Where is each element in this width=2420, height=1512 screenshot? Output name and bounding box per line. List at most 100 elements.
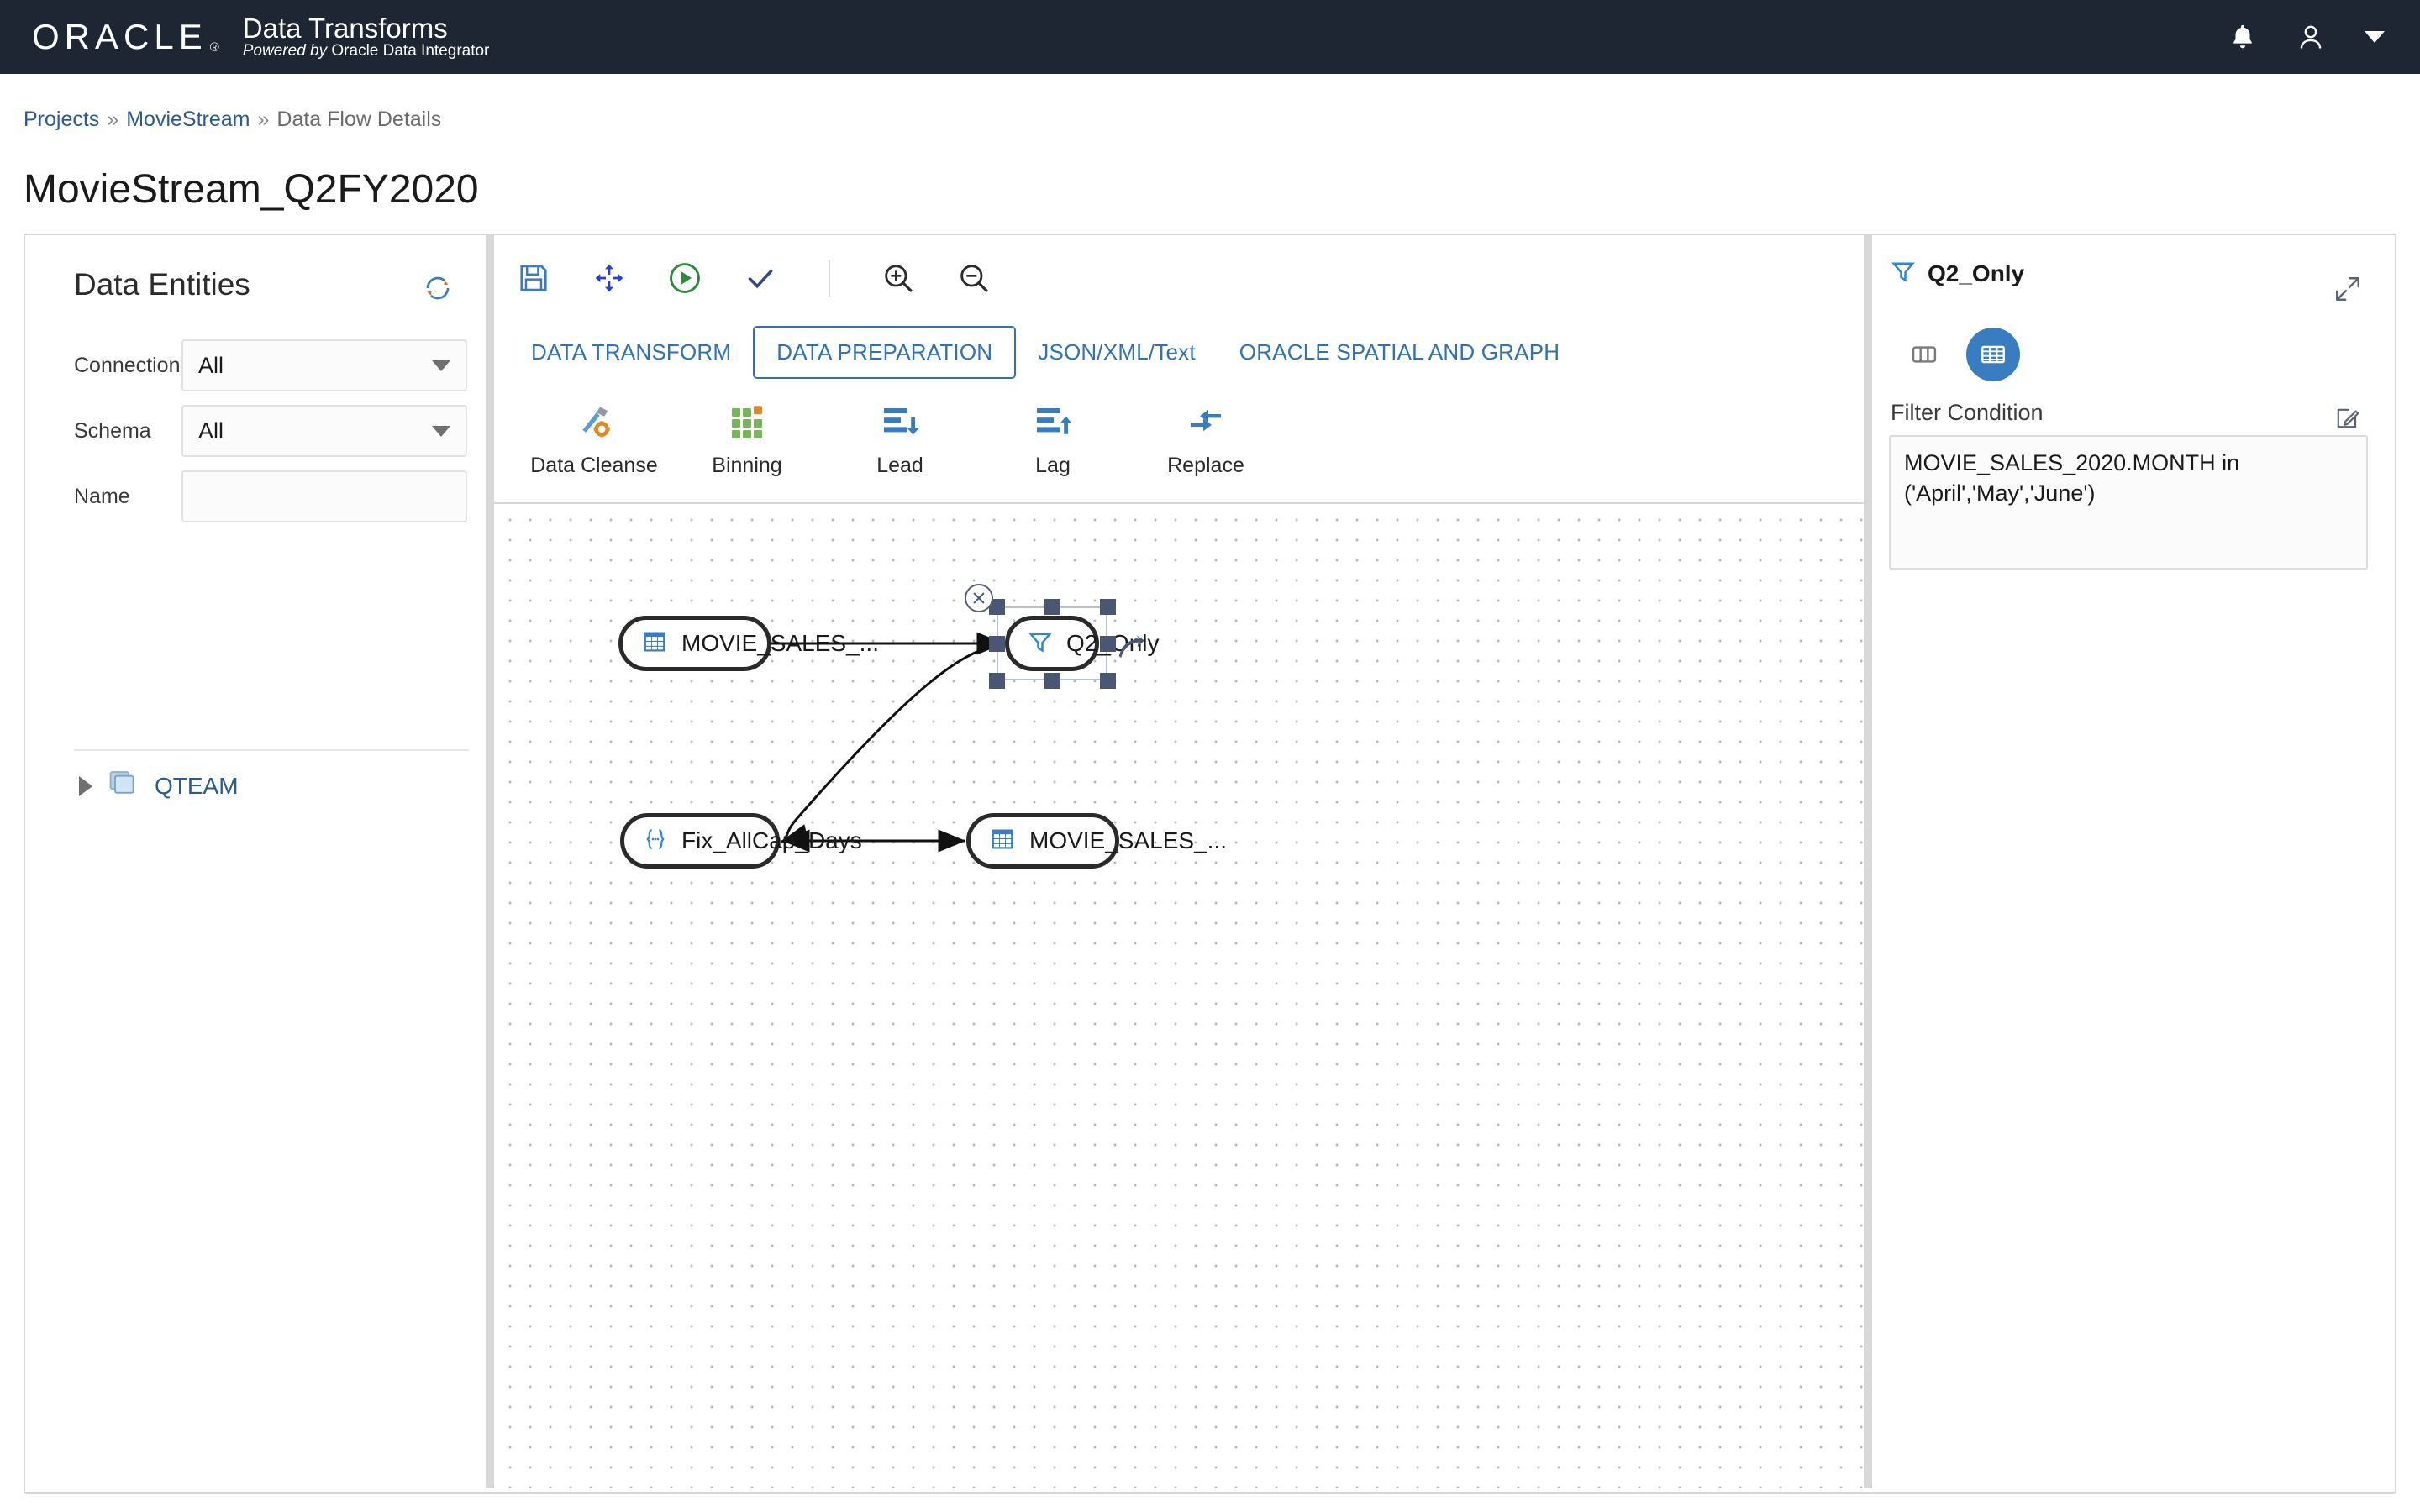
canvas-node-target-table[interactable]: MOVIE_SALES_... [966, 813, 1227, 869]
data-entities-panel: Data Entities Connection All Schema All [25, 235, 486, 1488]
palette-item-replace[interactable]: Replace [1129, 400, 1282, 478]
data-flow-canvas[interactable]: MOVIE_SALES_... [494, 504, 1864, 1488]
filter-funnel-icon [1891, 259, 1916, 288]
editor-toolbar-region: DATA TRANSFORM DATA PREPARATION JSON/XML… [494, 235, 1864, 504]
schema-label: Schema [74, 418, 151, 443]
transform-category-tabs: DATA TRANSFORM DATA PREPARATION JSON/XML… [509, 326, 1581, 379]
chevron-down-icon [432, 360, 450, 371]
schema-stack-icon [108, 769, 139, 802]
expand-diagonal-icon[interactable] [2329, 270, 2366, 307]
connect-arrow-icon[interactable] [1114, 628, 1148, 666]
tab-data-preparation[interactable]: DATA PREPARATION [753, 326, 1017, 379]
breadcrumb-separator: » [107, 108, 119, 131]
node-label: MOVIE_SALES_... [1029, 827, 1227, 853]
palette-label: Lag [1035, 454, 1071, 477]
left-panel-resize-divider[interactable] [486, 235, 494, 1488]
breadcrumb: Projects » MovieStream » Data Flow Detai… [24, 108, 441, 132]
tab-oracle-spatial-and-graph[interactable]: ORACLE SPATIAL AND GRAPH [1239, 339, 1560, 365]
right-panel-resize-divider[interactable] [1864, 235, 1872, 1488]
oracle-logo[interactable]: ORACLE ® [32, 19, 219, 55]
tab-data-transform[interactable]: DATA TRANSFORM [531, 339, 732, 365]
resize-handle-middle-right[interactable] [1100, 636, 1116, 652]
fit-screen-icon[interactable] [590, 259, 629, 297]
connection-label: Connection [74, 353, 181, 377]
schema-filter-row: Schema All [74, 405, 467, 457]
resize-handle-middle-left[interactable] [989, 636, 1005, 652]
chevron-right-icon[interactable] [79, 775, 92, 796]
connection-select[interactable]: All [182, 339, 467, 391]
tree-item-qteam[interactable]: QTEAM [74, 763, 244, 809]
grid-view-toggle[interactable] [1966, 328, 2020, 381]
canvas-connections [771, 632, 1005, 853]
palette-item-binning[interactable]: Binning [671, 400, 823, 478]
topbar-actions [2228, 0, 2385, 74]
connection-filter-row: Connection All [74, 339, 467, 391]
refresh-icon[interactable] [413, 264, 462, 312]
schema-select[interactable]: All [182, 405, 467, 457]
resize-handle-bottom-center[interactable] [1044, 673, 1060, 689]
save-floppy-icon[interactable] [514, 259, 553, 297]
notification-bell-icon[interactable] [2228, 22, 2257, 52]
app-subtitle-rest: Oracle Data Integrator [331, 42, 490, 60]
palette-label: Replace [1167, 454, 1244, 477]
properties-title: Q2_Only [1928, 260, 2025, 286]
node-label: Fix_AllCap_Days [681, 827, 862, 853]
tab-json-xml-text[interactable]: JSON/XML/Text [1038, 339, 1196, 365]
columns-view-toggle[interactable] [1897, 328, 1951, 381]
app-title: Data Transforms [242, 12, 448, 44]
resize-handle-bottom-right[interactable] [1100, 673, 1116, 689]
check-icon[interactable] [741, 259, 780, 297]
expression-braces-icon [643, 827, 668, 856]
data-flow-editor: DATA TRANSFORM DATA PREPARATION JSON/XML… [494, 235, 1864, 1488]
canvas-node-source-table[interactable]: MOVIE_SALES_... [618, 616, 879, 671]
properties-view-toggles [1897, 328, 2020, 381]
app-branding: Data Transforms Powered by Oracle Data I… [242, 12, 490, 60]
palette-label: Binning [712, 454, 782, 477]
replace-arrows-icon [1186, 400, 1226, 444]
data-entities-header: Data Entities [74, 267, 469, 302]
run-play-icon[interactable] [666, 259, 704, 297]
name-label: Name [74, 484, 130, 508]
app-subtitle: Powered by Oracle Data Integrator [243, 43, 490, 60]
palette-item-lag[interactable]: Lag [976, 400, 1129, 478]
canvas-node-expression-fix-allcap-days[interactable]: Fix_AllCap_Days [620, 813, 862, 869]
component-properties-panel: Q2_Only Filter Condition [1872, 235, 2395, 1488]
data-flow-workspace: Data Entities Connection All Schema All [24, 234, 2396, 1494]
tree-item-label: QTEAM [155, 772, 239, 799]
data-entities-title: Data Entities [74, 267, 250, 302]
connection-value: All [198, 352, 224, 378]
filter-condition-input[interactable]: MOVIE_SALES_2020.MONTH in ('April','May'… [1889, 435, 2368, 570]
oracle-wordmark: ORACLE [32, 17, 208, 56]
breadcrumb-separator: » [257, 108, 270, 131]
breadcrumb-item-moviestream[interactable]: MovieStream [126, 108, 250, 131]
user-avatar-icon[interactable] [2296, 22, 2326, 52]
chevron-down-icon [432, 425, 450, 437]
app-subtitle-italic: Powered by [242, 42, 328, 60]
lag-arrow-up-icon [1033, 400, 1073, 444]
lead-arrow-down-icon [880, 400, 920, 444]
close-circle-icon[interactable] [965, 584, 993, 612]
palette-item-lead[interactable]: Lead [823, 400, 976, 478]
resize-handle-top-right[interactable] [1100, 599, 1116, 615]
resize-handle-top-left[interactable] [989, 599, 1005, 615]
toolbar-divider [829, 260, 830, 297]
name-filter-row: Name [74, 470, 467, 522]
chevron-down-icon[interactable] [2365, 31, 2385, 43]
resize-handle-top-center[interactable] [1044, 599, 1060, 615]
schema-value: All [198, 417, 224, 444]
zoom-out-icon[interactable] [955, 259, 993, 297]
tree-divider [74, 749, 469, 751]
page-title: MovieStream_Q2FY2020 [24, 167, 479, 212]
resize-handle-bottom-left[interactable] [989, 673, 1005, 689]
breadcrumb-item-current: Data Flow Details [276, 108, 442, 131]
name-input[interactable] [182, 470, 467, 522]
breadcrumb-item-projects[interactable]: Projects [24, 108, 100, 131]
top-navigation-bar: ORACLE ® Data Transforms Powered by Orac… [0, 0, 2420, 74]
registered-mark: ® [209, 40, 219, 55]
zoom-in-icon[interactable] [879, 259, 918, 297]
edit-pencil-icon[interactable] [2331, 402, 2365, 435]
binning-grid-icon [727, 400, 767, 444]
canvas-node-filter-q2-only[interactable]: Q2_Only [1005, 616, 1160, 671]
editor-toolbar [514, 259, 993, 297]
palette-item-data-cleanse[interactable]: Data Cleanse [518, 400, 671, 478]
